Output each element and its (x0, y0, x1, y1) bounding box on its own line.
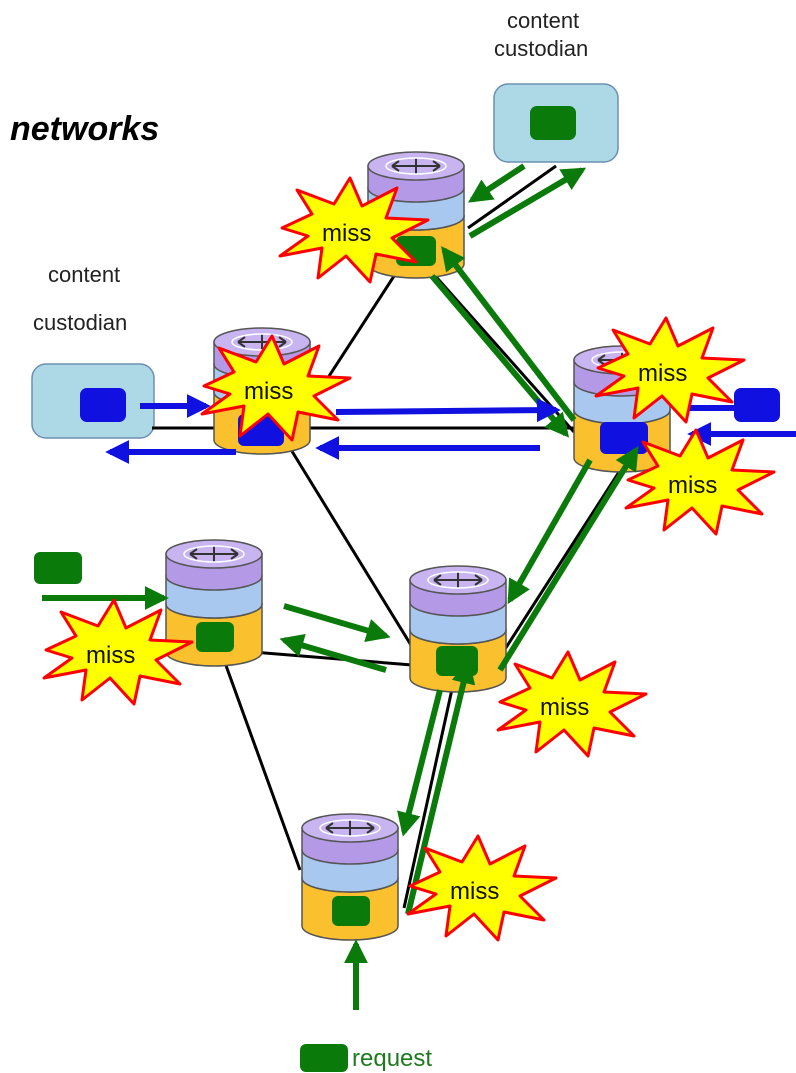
data-packet-blue (80, 388, 126, 422)
cache-packet-midleft (196, 622, 234, 652)
network-links (152, 164, 630, 909)
miss-burst-right-lower: miss (624, 428, 776, 536)
miss-label: miss (86, 642, 135, 669)
custodian-top-label-2: custodian (494, 36, 588, 61)
green-arrows (42, 163, 639, 1010)
diagram-title: networks (10, 110, 159, 148)
miss-burst-center: miss (496, 650, 648, 758)
custodian-left-label-1: content (48, 262, 120, 287)
request-label: request (352, 1045, 432, 1072)
incoming-blue-packet (734, 388, 780, 422)
incoming-green-packet (34, 552, 82, 584)
miss-burst-bottom: miss (406, 834, 558, 942)
miss-burst-top: miss (278, 176, 430, 284)
miss-burst-midleft: miss (42, 598, 194, 706)
miss-label: miss (244, 378, 293, 405)
miss-label: miss (638, 360, 687, 387)
cache-packet-bottom (332, 896, 370, 926)
miss-label: miss (668, 472, 717, 499)
custodian-box-top (493, 83, 619, 163)
custodian-top-label-1: content (507, 8, 579, 33)
cache-packet-center (436, 646, 478, 676)
request-packet (300, 1044, 348, 1072)
miss-label: miss (322, 220, 371, 247)
miss-label: miss (450, 878, 499, 905)
miss-label: miss (540, 694, 589, 721)
custodian-left-label-2: custodian (33, 310, 127, 335)
cache-packet-right (600, 422, 648, 454)
custodian-box-left (31, 363, 155, 439)
miss-burst-left: miss (200, 334, 352, 442)
data-packet-green (530, 106, 576, 140)
miss-burst-right-upper: miss (594, 316, 746, 424)
